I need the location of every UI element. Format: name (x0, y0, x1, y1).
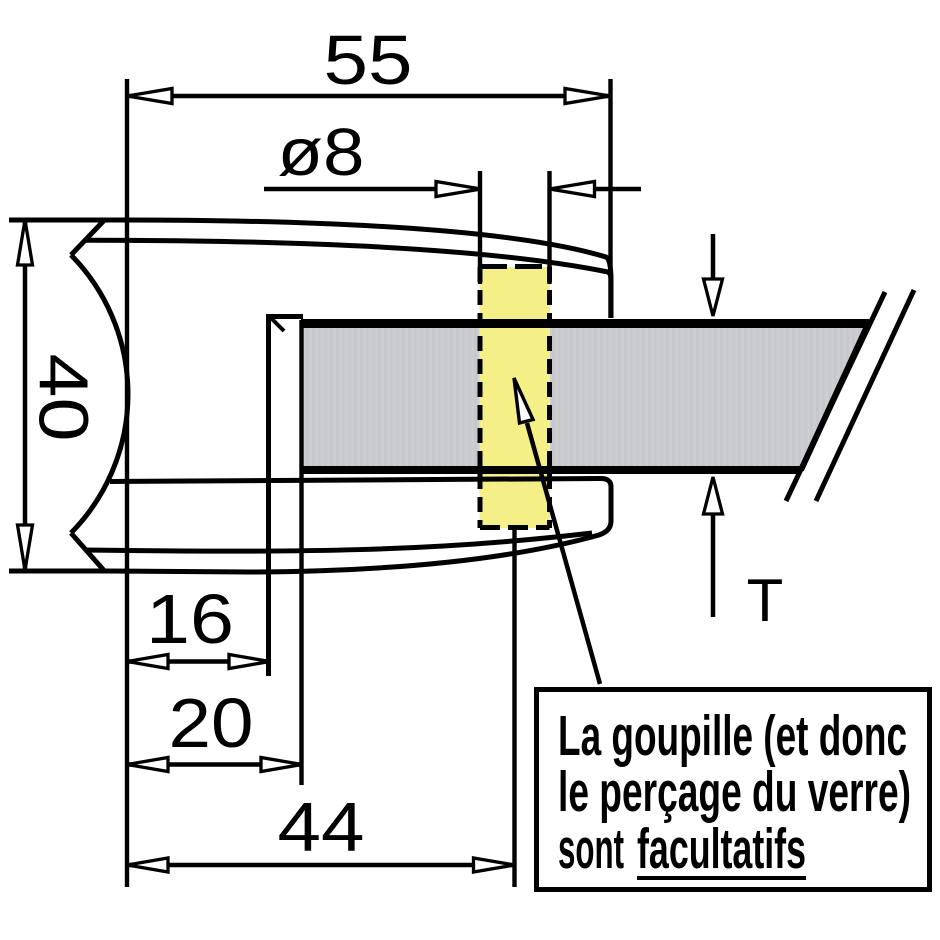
svg-text:40: 40 (25, 354, 103, 442)
svg-text:sont: sont (558, 817, 624, 881)
svg-text:facultatifs: facultatifs (637, 817, 806, 881)
svg-text:le perçage du verre): le perçage du verre) (558, 760, 911, 824)
svg-text:20: 20 (169, 684, 254, 762)
svg-text:16: 16 (146, 580, 234, 658)
svg-text:44: 44 (278, 788, 365, 866)
svg-text:T: T (747, 567, 784, 634)
svg-text:55: 55 (324, 21, 413, 99)
svg-text:La goupille (et donc: La goupille (et donc (558, 704, 907, 768)
svg-text:ø8: ø8 (278, 115, 365, 190)
